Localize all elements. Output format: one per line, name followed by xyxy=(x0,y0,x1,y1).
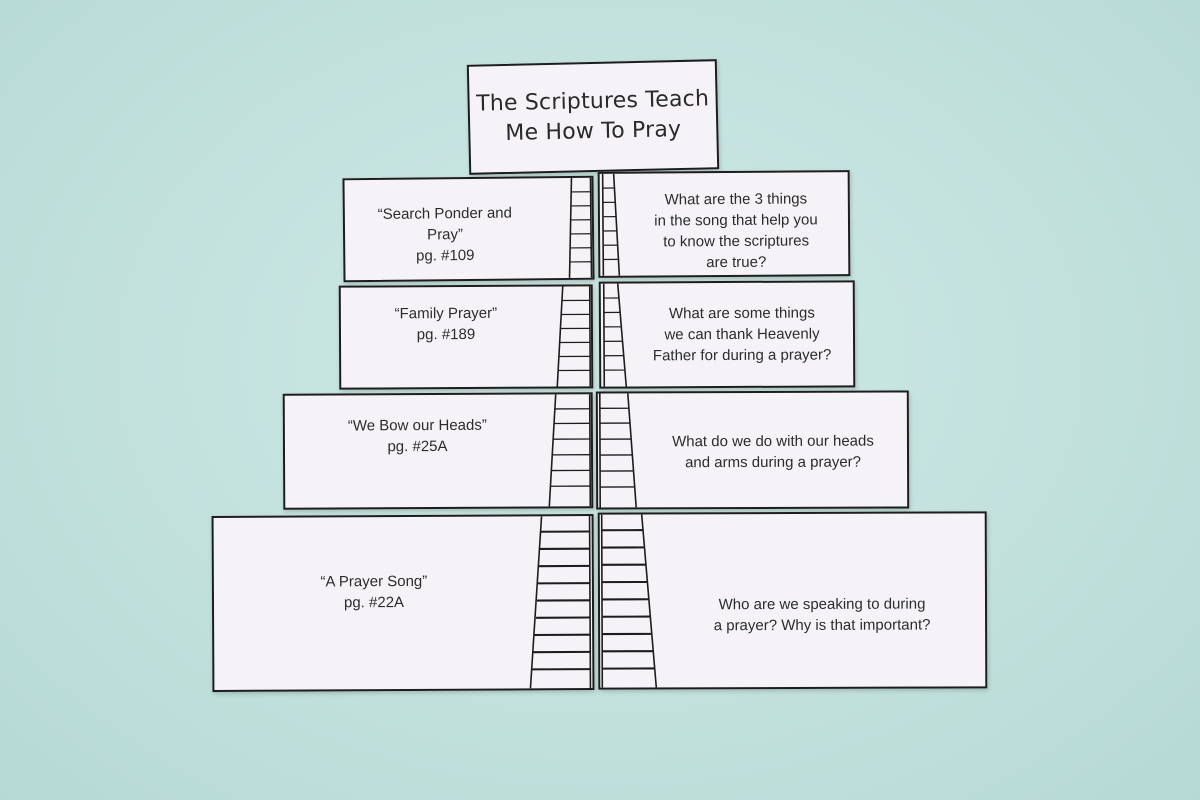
ladder-icon xyxy=(601,284,630,387)
question-text-4: Who are we speaking to during a prayer? … xyxy=(713,595,931,635)
question-card-3: What do we do with our heads and arms du… xyxy=(595,390,910,510)
title-card: The Scriptures Teach Me How To Pray xyxy=(466,59,720,175)
ladder-icon xyxy=(555,286,594,386)
question-text-1: What are the 3 things in the song that h… xyxy=(654,190,818,272)
question-text-2: What are some things we can thank Heaven… xyxy=(652,304,832,365)
question-text-3: What do we do with our heads and arms du… xyxy=(672,432,874,472)
song-text-4: “A Prayer Song” pg. #22A xyxy=(320,572,428,612)
song-card-2: “Family Prayer” pg. #189 xyxy=(338,284,594,390)
ladder-icon xyxy=(600,174,623,276)
song-text-2: “Family Prayer” pg. #189 xyxy=(394,304,498,344)
song-card-4: “A Prayer Song” pg. #22A xyxy=(211,514,595,692)
title-text: The Scriptures Teach Me How To Pray xyxy=(475,86,710,146)
song-card-3: “We Bow our Heads” pg. #25A xyxy=(282,392,594,510)
ladder-icon xyxy=(566,178,594,278)
ladder-icon xyxy=(546,394,594,506)
song-text-1: “Search Ponder and Pray” pg. #109 xyxy=(377,204,513,265)
ladder-icon xyxy=(528,516,595,688)
song-text-3: “We Bow our Heads” pg. #25A xyxy=(347,416,487,456)
question-card-4: Who are we speaking to during a prayer? … xyxy=(597,511,988,690)
question-card-1: What are the 3 things in the song that h… xyxy=(597,170,851,278)
ladder-icon xyxy=(598,393,638,507)
song-card-1: “Search Ponder and Pray” pg. #109 xyxy=(342,175,595,283)
ladder-icon xyxy=(600,514,659,687)
question-card-2: What are some things we can thank Heaven… xyxy=(598,280,856,389)
